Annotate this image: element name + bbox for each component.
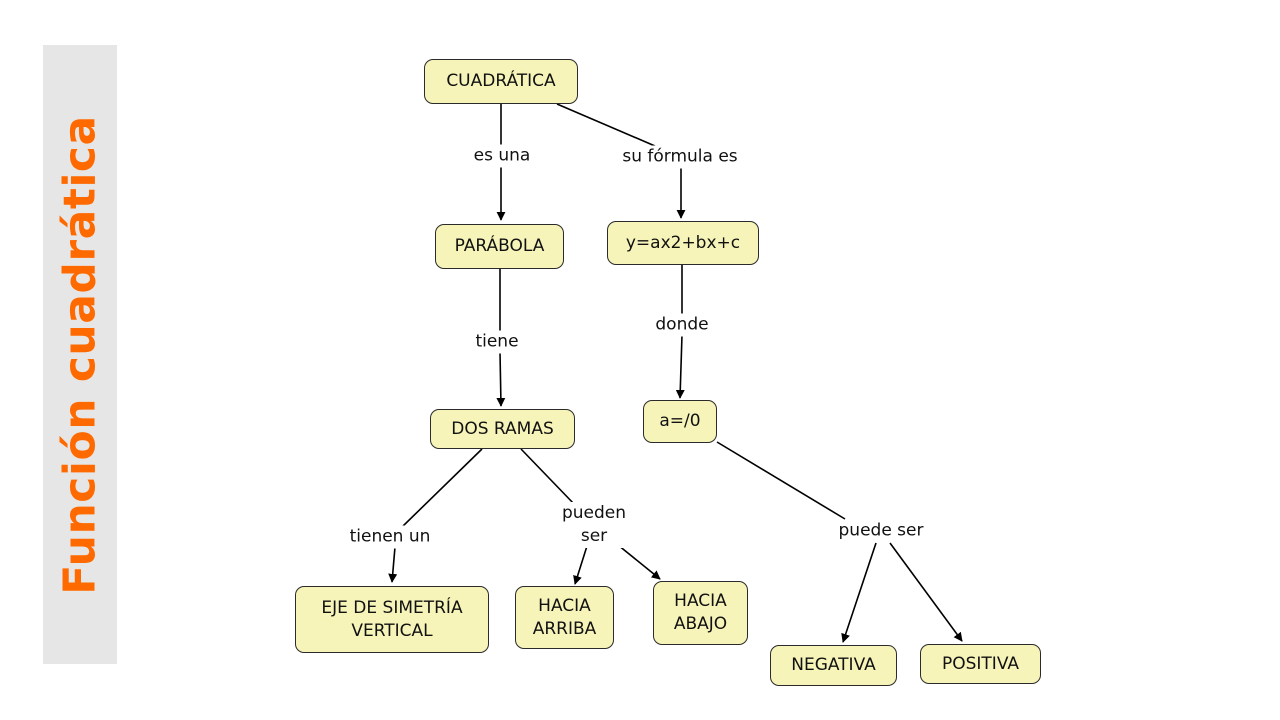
arrow-tienen-un-eje	[388, 546, 398, 583]
link-cuadratica-su-formula	[556, 103, 656, 147]
node-hacia-abajo: HACIA ABAJO	[653, 581, 748, 645]
link-dos-ramas-pueden-ser	[520, 448, 576, 506]
link-label-su-formula-es: su fórmula es	[620, 145, 740, 169]
node-negativa: NEGATIVA	[770, 645, 897, 686]
link-label-tienen-un: tienen un	[347, 525, 433, 549]
arrow-tiene-dos-ramas	[496, 351, 506, 407]
sidebar-panel	[43, 45, 117, 664]
arrow-pueden-ser-arriba	[573, 545, 588, 585]
link-a-puede-ser	[716, 441, 846, 520]
link-label-tiene: tiene	[473, 330, 521, 354]
arrow-pueden-ser-abajo	[617, 544, 661, 580]
node-hacia-arriba: HACIA ARRIBA	[515, 586, 614, 649]
arrow-puede-ser-negativa	[841, 542, 877, 643]
link-dos-ramas-tienen-un	[401, 448, 483, 528]
node-dos-ramas: DOS RAMAS	[430, 409, 575, 449]
link-label-es-una: es una	[471, 144, 533, 168]
arrow-donde-a	[675, 334, 685, 399]
link-label-donde: donde	[653, 313, 711, 337]
link-label-puede-ser: puede ser	[836, 519, 926, 543]
node-eje-simetria: EJE DE SIMETRÍA VERTICAL	[295, 586, 489, 653]
arrow-puede-ser-positiva	[889, 542, 963, 642]
link-label-pueden-ser: pueden ser	[559, 502, 629, 548]
node-parabola: PARÁBOLA	[435, 224, 564, 269]
node-positiva: POSITIVA	[920, 644, 1041, 684]
node-cuadratica: CUADRÁTICA	[424, 59, 578, 104]
node-formula: y=ax2+bx+c	[607, 221, 759, 265]
node-a-distinto-cero: a=/0	[643, 400, 717, 443]
